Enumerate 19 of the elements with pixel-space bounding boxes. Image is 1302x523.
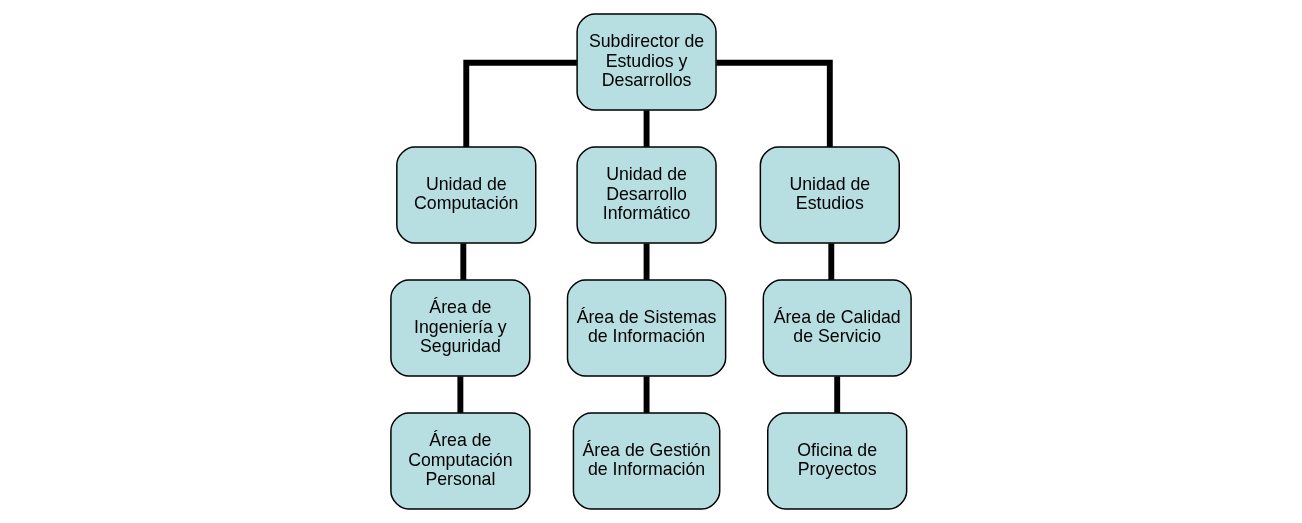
- node-box: Subdirector de Estudios y Desarrollos: [576, 13, 717, 111]
- connector: [716, 59, 833, 147]
- node-box: Área de Ingeniería y Seguridad: [390, 279, 531, 377]
- node-box: Área de Computación Personal: [390, 412, 531, 510]
- node-box: Área de Gestión de Información: [572, 412, 721, 510]
- node-box: Unidad de Desarrollo Informático: [576, 146, 717, 244]
- connector: [643, 243, 650, 280]
- node-box: Unidad de Computación: [396, 146, 537, 244]
- connector: [643, 110, 650, 147]
- connector: [643, 376, 650, 413]
- connector: [460, 243, 467, 280]
- connector: [457, 376, 464, 413]
- node-box: Área de Sistemas de Información: [566, 279, 727, 377]
- node-box: Área de Calidad de Servicio: [762, 279, 912, 377]
- node-box: Unidad de Estudios: [759, 146, 900, 244]
- node-box: Oficina de Proyectos: [767, 412, 908, 510]
- connector: [828, 243, 835, 280]
- connector: [834, 376, 841, 413]
- connector: [463, 59, 577, 147]
